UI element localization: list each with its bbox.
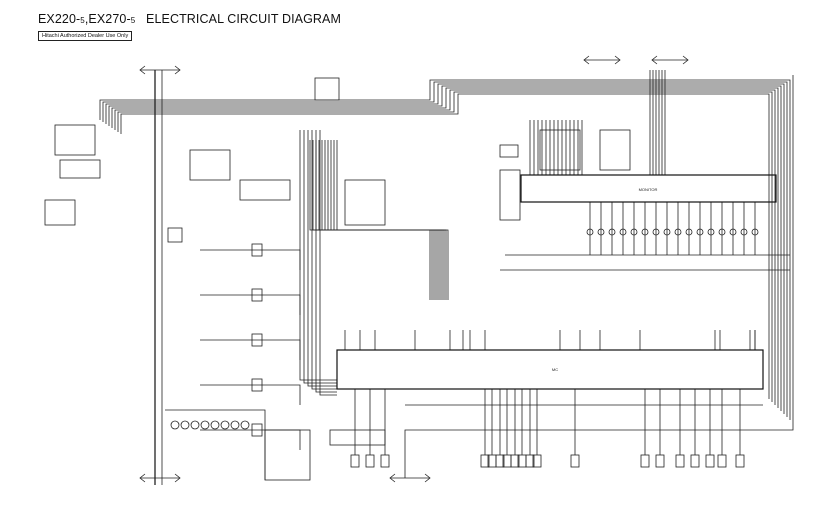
wire (303, 130, 337, 384)
connector (495, 454, 505, 468)
wire (111, 87, 779, 408)
mc-label: MC (552, 367, 558, 372)
component (344, 179, 386, 226)
wire (404, 75, 794, 478)
connector (717, 454, 727, 468)
wire (102, 81, 788, 417)
wire (333, 140, 447, 300)
wire (318, 140, 437, 300)
wire (682, 55, 689, 65)
wire (583, 55, 590, 65)
wire (165, 409, 266, 480)
wire (200, 384, 301, 405)
diagram-title: EX220-5,EX270-5 ELECTRICAL CIRCUIT DIAGR… (38, 12, 342, 26)
connector (510, 454, 520, 468)
relay (251, 423, 263, 437)
wire (108, 85, 782, 411)
wire (99, 79, 791, 420)
wire (120, 93, 770, 399)
component (314, 77, 340, 101)
relay (251, 378, 263, 392)
wire (651, 55, 658, 65)
connector (640, 454, 650, 468)
wire (200, 429, 301, 450)
wire (311, 130, 337, 390)
connector (735, 454, 745, 468)
wire (200, 294, 301, 315)
switch-symbol (180, 420, 190, 430)
component (59, 159, 101, 179)
connector (532, 454, 542, 468)
dealer-notice: Hitachi Authorized Dealer Use Only (38, 31, 133, 41)
component (54, 124, 96, 156)
wire (330, 140, 445, 300)
connector (705, 454, 715, 468)
wire (336, 140, 449, 300)
switch-symbol (190, 420, 200, 430)
connector (570, 454, 580, 468)
component (239, 179, 291, 201)
connector (525, 454, 535, 468)
switch-symbol (240, 420, 250, 430)
wire (114, 89, 776, 405)
component (499, 169, 521, 221)
wire (424, 473, 431, 483)
switch-symbol (220, 420, 230, 430)
connector (655, 454, 665, 468)
component (264, 429, 311, 481)
monitor-block (520, 174, 777, 203)
wire (299, 130, 337, 381)
connector (365, 454, 375, 468)
wire (321, 140, 439, 300)
wire (319, 130, 337, 396)
wire (174, 473, 181, 483)
component (539, 129, 581, 171)
wire (139, 473, 146, 483)
wire (324, 140, 441, 300)
mc-block (336, 349, 764, 390)
component (329, 429, 386, 446)
switch-symbol (200, 420, 210, 430)
switch-symbol (170, 420, 180, 430)
component (167, 227, 183, 243)
wire (389, 473, 396, 483)
wire (139, 65, 146, 75)
wire (105, 83, 785, 414)
relay (251, 333, 263, 347)
wire (200, 339, 301, 360)
monitor-label: MONITOR (639, 187, 658, 192)
component (599, 129, 631, 171)
relay (251, 288, 263, 302)
wire (200, 249, 301, 270)
switch-symbol (210, 420, 220, 430)
component (189, 149, 231, 181)
wire (117, 91, 773, 402)
connector (480, 454, 490, 468)
connector (690, 454, 700, 468)
wire (174, 65, 181, 75)
wire (307, 130, 337, 387)
switch-symbol (230, 420, 240, 430)
relay (251, 243, 263, 257)
connector (675, 454, 685, 468)
wire (614, 55, 621, 65)
component (499, 144, 519, 158)
connector (350, 454, 360, 468)
wiring (44, 55, 794, 485)
component (44, 199, 76, 226)
connector (380, 454, 390, 468)
